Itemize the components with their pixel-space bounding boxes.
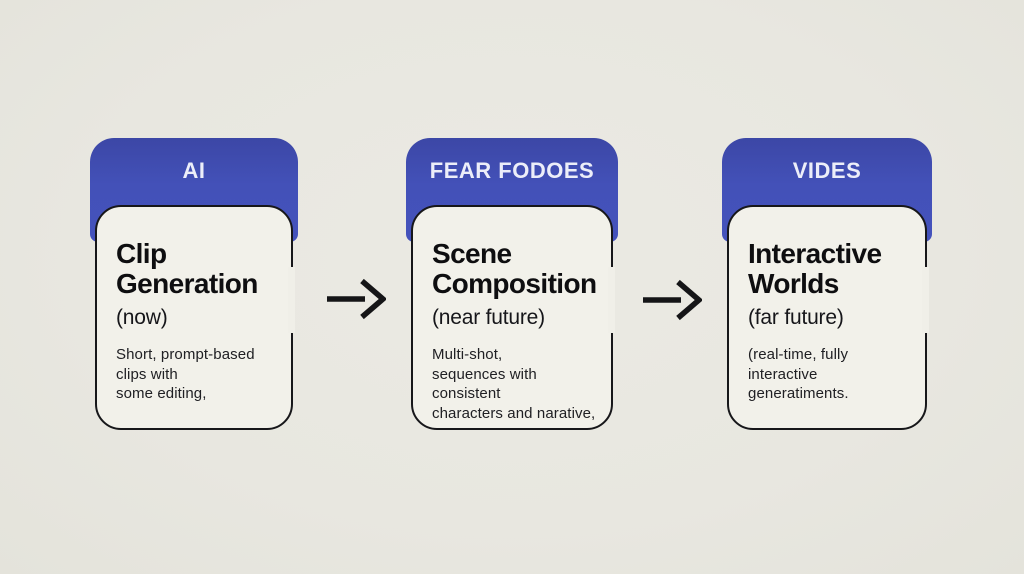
card-title-line: Generation [116, 268, 258, 300]
card-body: Clip Generation (now) Short, prompt-base… [95, 205, 295, 430]
card-scene-composition: FEAR FODOES Scene Composition (near futu… [406, 138, 618, 430]
card-clip-generation: AI Clip Generation (now) Short, prompt-b… [90, 138, 298, 430]
right-arrow-icon [643, 279, 702, 321]
card-description-line: generatiments. [748, 385, 849, 403]
right-arrow-icon [327, 278, 386, 320]
card-title: Scene Composition [432, 238, 597, 300]
card-interactive-worlds: VIDES Interactive Worlds (far future) (r… [722, 138, 932, 430]
card-description: (real-time, fully interactive generatime… [748, 345, 911, 405]
card-badge-label: AI [182, 158, 206, 183]
card-subtitle: (near future) [432, 306, 545, 330]
card-description-line: some editing, [116, 385, 207, 403]
card-description-line: Short, prompt-based [116, 345, 255, 363]
card-description-line: characters and narative, [432, 405, 596, 423]
card-subtitle: (far future) [748, 306, 844, 330]
card-title-line: Worlds [748, 268, 839, 300]
card-body: Scene Composition (near future) Multi-sh… [411, 205, 615, 430]
border-gap-artifact [922, 267, 929, 333]
card-body: Interactive Worlds (far future) (real-ti… [727, 205, 929, 430]
card-title-line: Scene [432, 238, 512, 269]
card-title: Clip Generation [116, 238, 277, 300]
card-badge-label: VIDES [792, 158, 862, 183]
card-description-line: clips with [116, 365, 178, 383]
card-description-line: sequences with consistent [432, 365, 537, 403]
card-subtitle: (now) [116, 306, 168, 330]
card-title: Interactive Worlds [748, 238, 911, 300]
card-title-line: Clip [116, 238, 167, 269]
card-title-line: Interactive [748, 238, 882, 269]
card-description: Short, prompt-based clips with some edit… [116, 345, 277, 405]
border-gap-artifact [608, 267, 615, 333]
card-description-line: (real-time, fully [748, 345, 849, 363]
card-description: Multi-shot, sequences with consistent ch… [432, 345, 597, 425]
card-description-line: Multi-shot, [432, 345, 503, 363]
border-gap-artifact [288, 267, 295, 333]
card-title-line: Composition [432, 268, 597, 300]
card-description-line: interactive [748, 365, 818, 383]
card-badge-label: FEAR FODOES [429, 158, 595, 183]
